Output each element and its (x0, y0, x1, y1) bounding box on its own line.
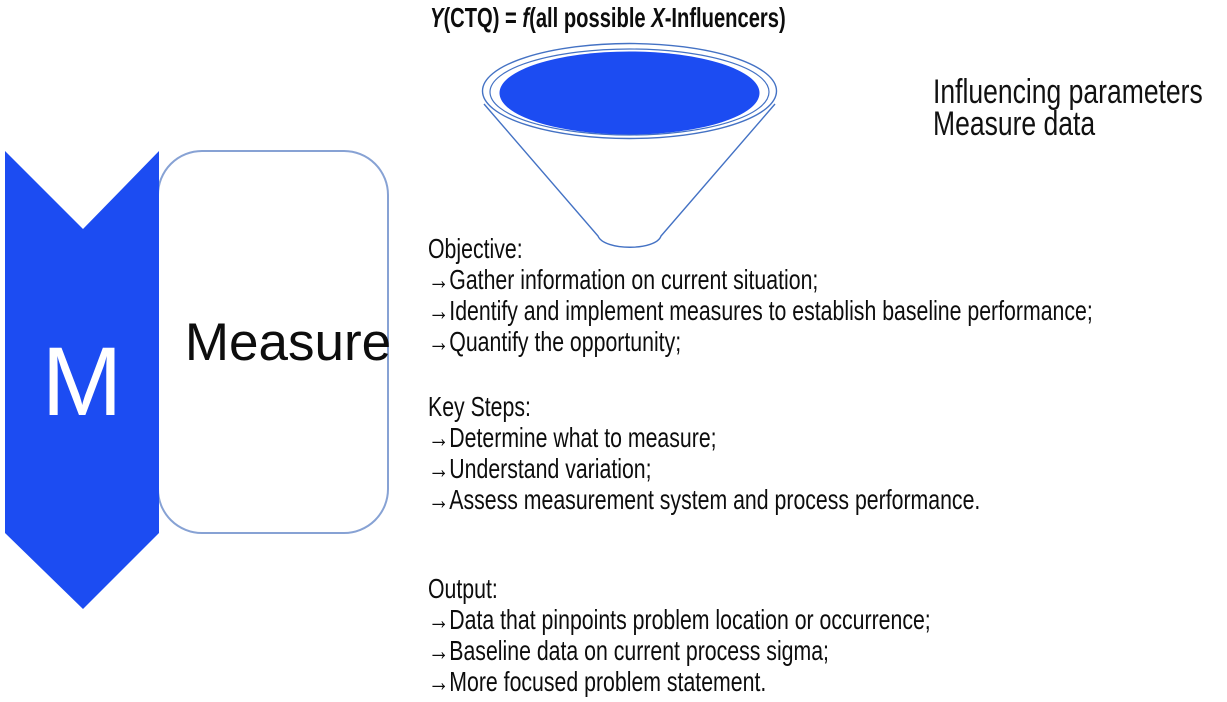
key-steps-item-2: →Understand variation; (428, 453, 652, 484)
formula-seg1: (CTQ) = (443, 2, 523, 33)
objective-item-1: →Gather information on current situation… (428, 264, 819, 295)
objective-item-3: →Quantify the opportunity; (428, 326, 682, 357)
key-steps-heading: Key Steps: (428, 391, 531, 422)
key-steps-item-3: →Assess measurement system and process p… (428, 484, 981, 515)
chevron-shape (5, 151, 159, 609)
measure-phase-box: Measure (157, 150, 392, 534)
objective-heading: Objective: (428, 233, 523, 264)
funnel-rim-outer-outline (481, 42, 778, 140)
funnel-rim-inner-outline (489, 48, 770, 136)
formula-x: X (651, 2, 665, 33)
funnel-fill-ellipse (499, 51, 760, 135)
formula-y: Y (430, 2, 444, 33)
phase-chevron-banner: M (5, 151, 159, 609)
key-steps-item-1: →Determine what to measure; (428, 422, 717, 453)
output-item-3: →More focused problem statement. (428, 666, 767, 697)
objective-item-2: →Identify and implement measures to esta… (428, 295, 1093, 326)
output-item-1: →Data that pinpoints problem location or… (428, 604, 931, 635)
funnel-cone-outline (483, 103, 776, 248)
objective-section: Objective: →Gather information on curren… (428, 233, 1093, 357)
phase-letter: M (42, 327, 123, 436)
funnel-input-labels: Influencing parameters Measure data (933, 73, 1203, 143)
ctq-formula-title: Y(CTQ) = f(all possible X-Influencers) (430, 2, 786, 34)
funnel-label-influencing-parameters: Influencing parameters (933, 73, 1203, 111)
formula-f: f (522, 2, 530, 33)
key-steps-section: Key Steps: →Determine what to measure; →… (428, 391, 980, 515)
output-section: Output: →Data that pinpoints problem loc… (428, 573, 931, 697)
formula-seg2: (all possible (529, 2, 652, 33)
formula-seg3: -Influencers) (664, 2, 786, 33)
output-item-2: →Baseline data on current process sigma; (428, 635, 829, 666)
funnel-label-measure-data: Measure data (933, 105, 1096, 143)
output-heading: Output: (428, 573, 498, 604)
funnel-shape (481, 42, 778, 248)
measure-phase-name: Measure (184, 312, 392, 372)
